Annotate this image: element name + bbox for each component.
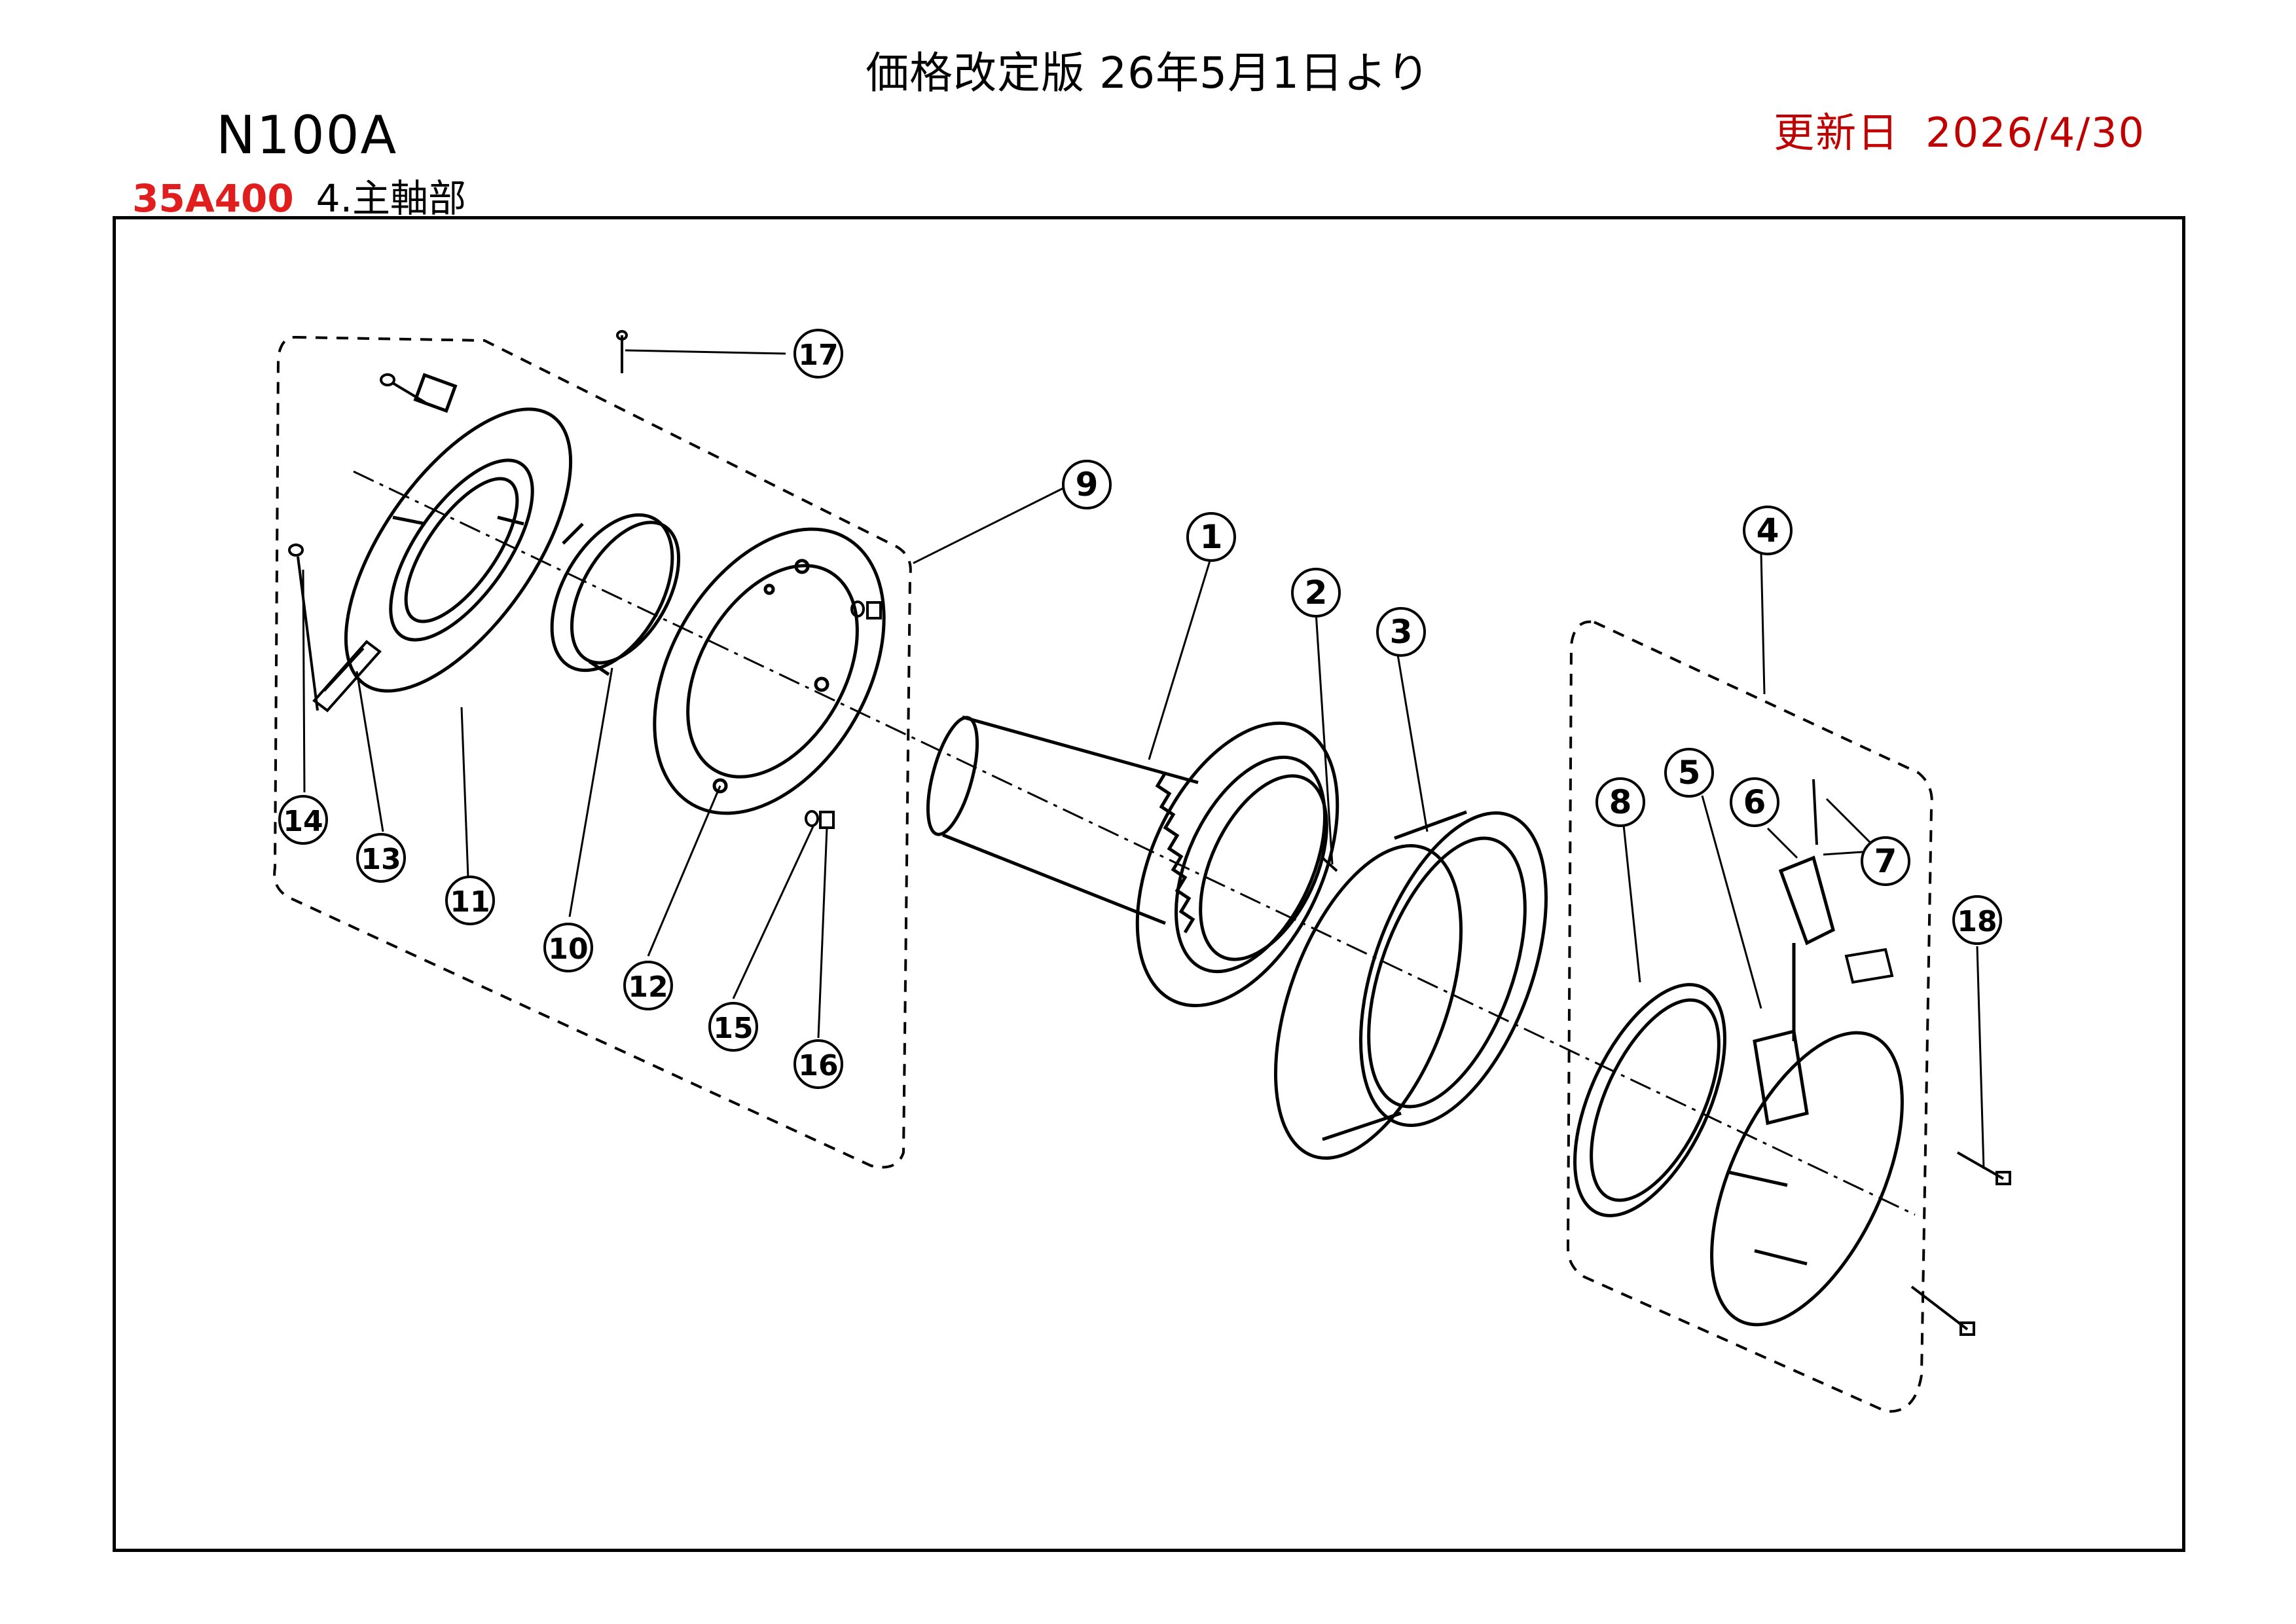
callout-1: 1 (1186, 512, 1236, 562)
callout-label-13: 13 (361, 843, 401, 876)
callout-label-8: 8 (1609, 783, 1632, 821)
callout-label-12: 12 (628, 970, 668, 1004)
callout-16: 16 (793, 1039, 843, 1089)
part-10-collar (550, 513, 681, 676)
part-heading: 35A400 4.主軸部 (132, 168, 466, 223)
callout-2: 2 (1291, 568, 1341, 618)
part-17-pin (616, 330, 628, 373)
part-2-pin (1321, 857, 1338, 872)
section-name: 4.主軸部 (316, 176, 467, 221)
callout-9: 9 (1062, 460, 1112, 509)
group-outline-right (1566, 620, 1933, 1413)
leader-lines (302, 349, 1985, 1170)
callout-12: 12 (623, 961, 673, 1010)
callout-label-7: 7 (1874, 842, 1897, 880)
callout-13: 13 (356, 833, 406, 883)
callout-11: 11 (445, 876, 495, 925)
callout-label-5: 5 (1678, 754, 1701, 792)
diagram-frame (113, 216, 2185, 1552)
part-code: 35A400 (132, 176, 294, 221)
callout-5: 5 (1664, 748, 1714, 798)
part-18-bolt (1910, 1151, 2011, 1336)
page-title: 価格改定版 26年5月1日より (866, 48, 1430, 98)
callout-label-15: 15 (713, 1012, 753, 1045)
model-name: N100A (216, 105, 398, 166)
callout-7: 7 (1861, 836, 1910, 886)
callout-label-17: 17 (798, 339, 838, 372)
part-3-sleeve (1273, 810, 1548, 1160)
center-axis (353, 470, 1916, 1216)
callout-8: 8 (1595, 777, 1645, 827)
callout-label-11: 11 (450, 885, 490, 919)
part-1-spindle (926, 715, 1339, 1008)
part-5-cover (1710, 1029, 1904, 1327)
callout-6: 6 (1730, 777, 1779, 827)
callout-3: 3 (1376, 607, 1426, 657)
callout-label-6: 6 (1743, 783, 1766, 821)
callout-10: 10 (543, 923, 593, 972)
part-12-ring-plate (653, 527, 886, 815)
part-15-washer (805, 600, 865, 827)
callout-18: 18 (1952, 895, 2002, 945)
callout-17: 17 (793, 329, 843, 378)
callout-label-16: 16 (798, 1049, 838, 1082)
callout-label-3: 3 (1390, 613, 1413, 651)
callout-label-18: 18 (1957, 905, 1997, 938)
top-screw (380, 373, 427, 404)
group-outline-left (273, 335, 912, 1169)
callout-label-9: 9 (1076, 466, 1099, 504)
callout-4: 4 (1743, 506, 1793, 555)
callout-15: 15 (708, 1002, 758, 1052)
callout-label-1: 1 (1200, 518, 1223, 556)
part-11-flange (344, 373, 573, 693)
part-8-ring (1573, 983, 1726, 1217)
updated-label: 更新日 (1774, 109, 1900, 157)
callout-label-4: 4 (1757, 511, 1779, 549)
callout-label-2: 2 (1305, 574, 1328, 612)
updated-info: 更新日 2026/4/30 (1774, 100, 2145, 158)
part-6-lever (1778, 855, 1835, 1041)
part-14-screw (288, 544, 319, 711)
part-7-pins (1812, 779, 1894, 984)
callout-label-14: 14 (283, 805, 323, 838)
callout-14: 14 (278, 795, 328, 845)
part-13-key (312, 640, 382, 712)
updated-date: 2026/4/30 (1925, 109, 2145, 157)
callout-label-10: 10 (548, 932, 588, 966)
